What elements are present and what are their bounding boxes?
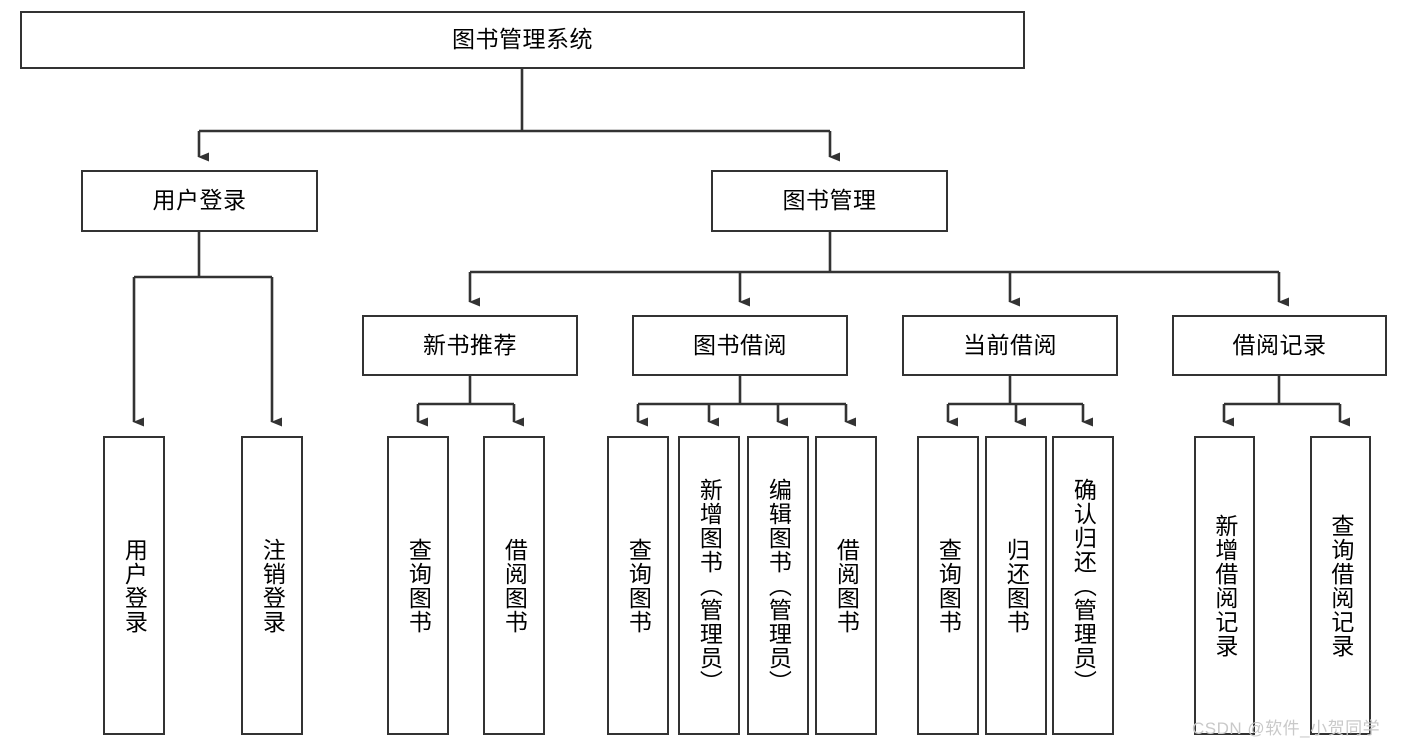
node-leaf-edit-book-admin[interactable]: 编辑图书（管理员） (747, 436, 809, 735)
node-book-borrow[interactable]: 图书借阅 (632, 315, 848, 376)
node-leaf-user-login-label: 用户登录 (121, 537, 148, 634)
node-leaf-add-book-admin-label: 新增图书（管理员） (696, 477, 723, 694)
node-leaf-query-borrow-record[interactable]: 查询借阅记录 (1310, 436, 1371, 735)
node-book-management[interactable]: 图书管理 (711, 170, 948, 232)
node-leaf-logout-login[interactable]: 注销登录 (241, 436, 303, 735)
node-book-borrow-label: 图书借阅 (693, 331, 787, 358)
watermark-text: CSDN @软件_小贺同学 (1192, 719, 1381, 738)
node-book-management-label: 图书管理 (782, 187, 877, 214)
node-leaf-logout-login-label: 注销登录 (259, 537, 286, 634)
node-leaf-add-book-admin[interactable]: 新增图书（管理员） (678, 436, 740, 735)
node-leaf-return-book-label: 归还图书 (1003, 537, 1030, 634)
node-leaf-confirm-return-admin[interactable]: 确认归还（管理员） (1052, 436, 1114, 735)
node-leaf-query-book-current[interactable]: 查询图书 (917, 436, 979, 735)
node-leaf-confirm-return-admin-label: 确认归还（管理员） (1070, 477, 1097, 694)
node-borrow-record[interactable]: 借阅记录 (1172, 315, 1387, 376)
node-leaf-query-book-rec-label: 查询图书 (405, 537, 432, 634)
node-new-book-recommend-label: 新书推荐 (423, 331, 517, 358)
node-leaf-add-borrow-record-label: 新增借阅记录 (1211, 513, 1238, 658)
node-leaf-query-borrow-record-label: 查询借阅记录 (1327, 513, 1354, 658)
node-root[interactable]: 图书管理系统 (20, 11, 1025, 69)
node-root-label: 图书管理系统 (452, 26, 593, 53)
node-leaf-query-book-borrow[interactable]: 查询图书 (607, 436, 669, 735)
node-new-book-recommend[interactable]: 新书推荐 (362, 315, 578, 376)
node-leaf-query-book-borrow-label: 查询图书 (625, 537, 652, 634)
node-user-login-label: 用户登录 (152, 187, 247, 214)
node-user-login[interactable]: 用户登录 (81, 170, 318, 232)
node-leaf-query-book-current-label: 查询图书 (935, 537, 962, 634)
node-borrow-record-label: 借阅记录 (1232, 331, 1327, 358)
node-leaf-add-borrow-record[interactable]: 新增借阅记录 (1194, 436, 1255, 735)
node-leaf-edit-book-admin-label: 编辑图书（管理员） (765, 477, 792, 694)
node-leaf-query-book-rec[interactable]: 查询图书 (387, 436, 449, 735)
node-leaf-borrow-book-label: 借阅图书 (833, 537, 860, 634)
node-leaf-user-login[interactable]: 用户登录 (103, 436, 165, 735)
node-leaf-borrow-book-rec-label: 借阅图书 (501, 537, 528, 634)
node-leaf-borrow-book-rec[interactable]: 借阅图书 (483, 436, 545, 735)
node-leaf-borrow-book[interactable]: 借阅图书 (815, 436, 877, 735)
node-leaf-return-book[interactable]: 归还图书 (985, 436, 1047, 735)
node-current-borrow-label: 当前借阅 (963, 331, 1057, 358)
node-current-borrow[interactable]: 当前借阅 (902, 315, 1118, 376)
